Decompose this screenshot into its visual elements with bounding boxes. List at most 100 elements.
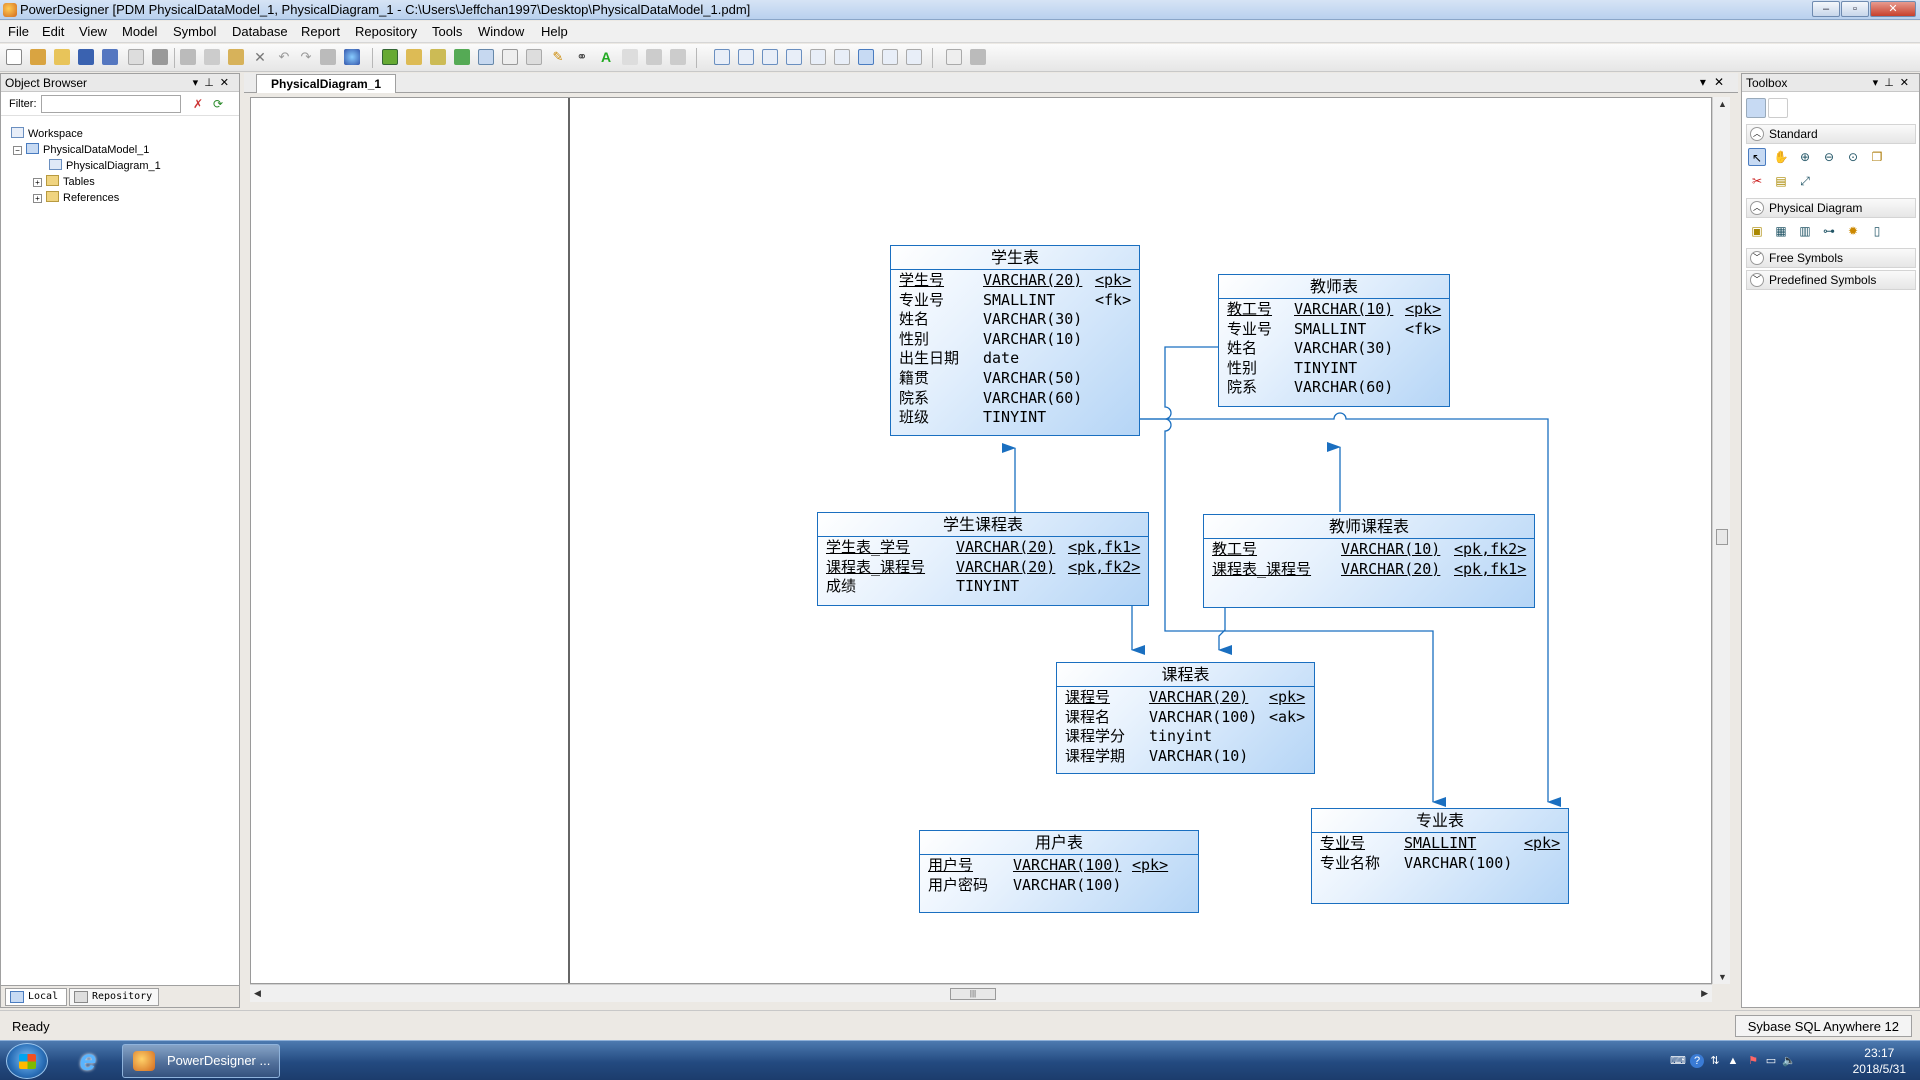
menu-view[interactable]: View (79, 24, 107, 39)
model-icon[interactable] (382, 49, 398, 65)
vertical-scrollbar[interactable]: ▲ ▼ (1712, 97, 1730, 984)
menu-model[interactable]: Model (122, 24, 158, 39)
scroll-up-icon[interactable]: ▲ (1718, 99, 1727, 109)
package-icon[interactable] (406, 49, 422, 65)
minimize-button[interactable]: ‒ (1812, 1, 1840, 17)
section-predefined-symbols[interactable]: ﹀Predefined Symbols (1746, 270, 1916, 290)
zoom-page-icon[interactable] (762, 49, 778, 65)
taskbar-powerdesigner[interactable]: PowerDesigner ... (122, 1044, 280, 1078)
zoom-out-tool-icon[interactable]: ⊖ (1823, 150, 1835, 164)
print-icon[interactable] (152, 49, 168, 65)
section-free-symbols[interactable]: ﹀Free Symbols (1746, 248, 1916, 268)
scroll-right-icon[interactable]: ▶ (1701, 988, 1708, 998)
zoom-in-tool-icon[interactable]: ⊕ (1799, 150, 1811, 164)
tab-local[interactable]: Local (5, 988, 67, 1006)
volume-icon[interactable]: 🔈 (1782, 1055, 1796, 1067)
format-icon[interactable] (622, 49, 638, 65)
generate-icon[interactable] (478, 49, 494, 65)
refresh-icon[interactable] (454, 49, 470, 65)
keyboard-icon[interactable]: ⌨ (1670, 1055, 1686, 1067)
zoom-tool-icon[interactable]: ⊙ (1847, 150, 1859, 164)
clear-filter-icon[interactable]: ✗ (192, 97, 204, 111)
expand-section-icon[interactable]: ﹀ (1750, 273, 1764, 287)
start-button[interactable] (6, 1043, 48, 1079)
new-project-icon[interactable] (30, 49, 46, 65)
menu-file[interactable]: File (8, 24, 29, 39)
cut-icon[interactable] (180, 49, 196, 65)
menu-database[interactable]: Database (232, 24, 288, 39)
menu-repository[interactable]: Repository (355, 24, 418, 39)
page-setup-icon[interactable] (946, 49, 962, 65)
help-icon[interactable]: ? (1690, 1054, 1704, 1068)
check-model-icon[interactable] (430, 49, 446, 65)
view-icon[interactable] (882, 49, 898, 65)
menu-tools[interactable]: Tools (432, 24, 463, 39)
list-view-icon[interactable] (1768, 98, 1788, 118)
icon-view-icon[interactable] (1746, 98, 1766, 118)
properties-icon[interactable] (320, 49, 336, 65)
panel-controls[interactable]: ▾⊥✕ (192, 77, 235, 89)
tab-repository[interactable]: Repository (69, 988, 159, 1006)
tree-item-workspace[interactable]: Workspace (11, 126, 83, 142)
section-physical-diagram[interactable]: ︿Physical Diagram (1746, 198, 1916, 218)
menu-report[interactable]: Report (301, 24, 341, 39)
menu-window[interactable]: Window (478, 24, 525, 39)
find-icon[interactable] (344, 49, 360, 65)
print-preview-icon[interactable] (128, 49, 144, 65)
properties-tool-icon[interactable]: ❐ (1871, 150, 1883, 164)
show-hidden-icons-icon[interactable]: ▲ (1727, 1055, 1739, 1067)
grabber-tool-icon[interactable]: ✋ (1773, 150, 1789, 164)
refresh-filter-icon[interactable]: ⟳ (212, 97, 224, 111)
expand-section-icon[interactable]: ﹀ (1750, 251, 1764, 265)
tree-item-diagram[interactable]: PhysicalDiagram_1 (49, 158, 161, 174)
pencil-icon[interactable]: ✎ (552, 49, 564, 64)
maximize-button[interactable]: ▫ (1841, 1, 1869, 17)
scroll-left-icon[interactable]: ◀ (254, 988, 261, 998)
collapse-section-icon[interactable]: ︿ (1750, 127, 1764, 141)
save-icon[interactable] (78, 49, 94, 65)
tab-physical-diagram[interactable]: PhysicalDiagram_1 (256, 74, 397, 93)
open-icon[interactable] (54, 49, 70, 65)
internet-explorer-icon[interactable]: e (79, 1044, 97, 1077)
horizontal-scroll-thumb[interactable]: ||| (950, 988, 996, 1000)
package-tool-icon[interactable]: ▣ (1751, 224, 1763, 238)
tree-item-tables[interactable]: +Tables (33, 174, 95, 190)
table-tool-icon[interactable]: ▦ (1775, 224, 1787, 238)
zoom-in-icon[interactable] (714, 49, 730, 65)
align-icon[interactable] (646, 49, 662, 65)
zoom-selection-icon[interactable] (834, 49, 850, 65)
procedure-tool-icon[interactable]: ✹ (1847, 224, 1859, 238)
collapse-icon[interactable]: − (13, 146, 22, 155)
new-icon[interactable] (6, 49, 22, 65)
grid-icon[interactable] (526, 49, 542, 65)
menu-edit[interactable]: Edit (42, 24, 65, 39)
scroll-down-icon[interactable]: ▼ (1718, 972, 1727, 982)
vertical-scroll-thumb[interactable] (1716, 529, 1728, 545)
diagram-window-controls[interactable]: ▾✕ (1699, 75, 1732, 89)
section-standard[interactable]: ︿Standard (1746, 124, 1916, 144)
paste-icon[interactable] (228, 49, 244, 65)
print-diagram-icon[interactable] (970, 49, 986, 65)
pointer-tool-icon[interactable]: ↖ (1748, 148, 1766, 166)
delete-icon[interactable]: ✕ (254, 49, 266, 65)
expand-icon[interactable]: + (33, 178, 42, 187)
undo-icon[interactable]: ↶ (278, 49, 290, 64)
tree-item-references[interactable]: +References (33, 190, 119, 206)
link-tool-icon[interactable]: ⤢ (1800, 174, 1810, 188)
link-icon[interactable]: ⚭ (576, 49, 588, 64)
pointer-mode-icon[interactable] (858, 49, 874, 65)
menu-symbol[interactable]: Symbol (173, 24, 217, 39)
package-tool-icon[interactable]: ▤ (1775, 174, 1787, 188)
network-icon[interactable]: ⇅ (1710, 1055, 1720, 1067)
redo-icon[interactable]: ↷ (300, 49, 312, 64)
text-color-icon[interactable]: A (600, 49, 612, 65)
close-button[interactable]: ✕ (1870, 1, 1916, 17)
tree-item-model[interactable]: −PhysicalDataModel_1 (13, 142, 149, 158)
reference-tool-icon[interactable]: ⊶ (1823, 224, 1835, 238)
horizontal-scrollbar[interactable]: ◀ ||| ▶ (250, 984, 1712, 1002)
